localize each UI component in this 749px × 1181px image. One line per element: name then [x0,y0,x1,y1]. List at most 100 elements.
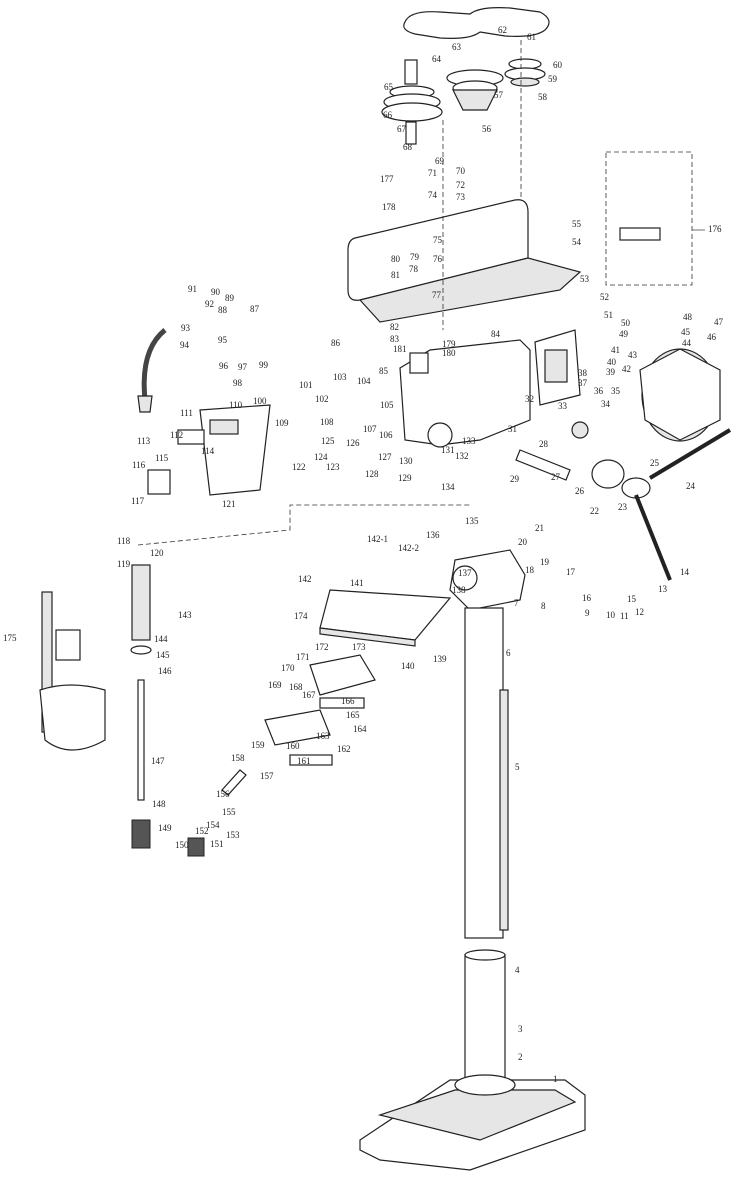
part-label-136: 136 [426,530,440,540]
part-label-22: 22 [590,506,599,516]
part-label-87: 87 [250,304,260,314]
part-label-88: 88 [218,305,228,315]
part-label-112: 112 [170,430,183,440]
part-label-64: 64 [432,54,442,64]
part-label-41: 41 [611,345,620,355]
part-label-32: 32 [525,394,534,404]
part-label-101: 101 [299,380,313,390]
part-label-55: 55 [572,219,582,229]
part-label-39: 39 [606,367,616,377]
part-label-129: 129 [398,473,412,483]
part-label-18: 18 [525,565,535,575]
part-label-75: 75 [433,235,443,245]
part-label-155: 155 [222,807,236,817]
part-label-52: 52 [600,292,609,302]
inset-box-176 [605,151,705,286]
part-label-162: 162 [337,744,351,754]
part-label-73: 73 [456,192,466,202]
part-label-35: 35 [611,386,621,396]
part-label-63: 63 [452,42,462,52]
feed-handles [571,421,732,581]
part-label-122: 122 [292,462,306,472]
part-label-51: 51 [604,310,613,320]
part-label-24: 24 [686,481,696,491]
motor-bracket [534,329,581,406]
base [359,1074,586,1171]
part-label-98: 98 [233,378,243,388]
part-label-143: 143 [178,610,192,620]
part-label-160: 160 [286,741,300,751]
part-label-169: 169 [268,680,282,690]
part-label-103: 103 [333,372,347,382]
part-label-102: 102 [315,394,329,404]
part-label-119: 119 [117,559,131,569]
part-label-167: 167 [302,690,316,700]
part-label-139: 139 [433,654,447,664]
part-label-26: 26 [575,486,585,496]
part-label-165: 165 [346,710,360,720]
part-label-37: 37 [578,378,588,388]
spindle-pulley [446,69,504,111]
part-label-3: 3 [518,1024,523,1034]
part-label-42: 42 [622,364,631,374]
part-label-151: 151 [210,839,224,849]
part-label-177: 177 [380,174,394,184]
part-label-44: 44 [682,338,692,348]
part-label-20: 20 [518,537,528,547]
part-label-113: 113 [137,436,151,446]
part-label-71: 71 [428,168,437,178]
part-label-147: 147 [151,756,165,766]
part-label-141: 141 [350,578,364,588]
part-label-174: 174 [294,611,308,621]
part-label-53: 53 [580,274,590,284]
part-label-70: 70 [456,166,466,176]
part-label-161: 161 [297,756,311,766]
part-label-15: 15 [627,594,637,604]
part-label-92: 92 [205,299,214,309]
part-label-66: 66 [383,110,393,120]
column-base-tube [464,949,506,1081]
part-label-68: 68 [403,142,413,152]
part-label-57: 57 [494,90,504,100]
part-label-142: 142 [298,574,312,584]
part-label-180: 180 [442,348,456,358]
work-lamp [137,328,167,413]
part-label-178: 178 [382,202,396,212]
cross-slide [264,654,376,766]
part-label-148: 148 [152,799,166,809]
part-label-114: 114 [201,446,215,456]
part-label-142-1: 142-1 [367,534,388,544]
part-label-43: 43 [628,350,638,360]
part-label-36: 36 [594,386,604,396]
part-label-34: 34 [601,399,611,409]
part-label-171: 171 [296,652,310,662]
part-label-166: 166 [341,696,355,706]
part-label-109: 109 [275,418,289,428]
part-label-59: 59 [548,74,558,84]
part-number-labels: 6261636460655759586656676869701777172737… [3,25,724,1084]
part-label-131: 131 [441,445,455,455]
part-label-137: 137 [458,568,472,578]
part-label-175: 175 [3,633,17,643]
part-label-93: 93 [181,323,191,333]
part-label-56: 56 [482,124,492,134]
part-label-105: 105 [380,400,394,410]
part-label-21: 21 [535,523,544,533]
part-label-8: 8 [541,601,546,611]
part-label-154: 154 [206,820,220,830]
part-label-9: 9 [585,608,590,618]
part-label-110: 110 [229,400,243,410]
part-label-123: 123 [326,462,340,472]
part-label-132: 132 [455,451,469,461]
part-label-106: 106 [379,430,393,440]
part-label-16: 16 [582,593,592,603]
part-label-79: 79 [410,252,420,262]
part-label-38: 38 [578,368,588,378]
part-label-84: 84 [491,329,501,339]
part-label-146: 146 [158,666,172,676]
part-label-111: 111 [180,408,193,418]
part-label-115: 115 [155,453,169,463]
part-label-163: 163 [316,731,330,741]
part-label-117: 117 [131,496,145,506]
